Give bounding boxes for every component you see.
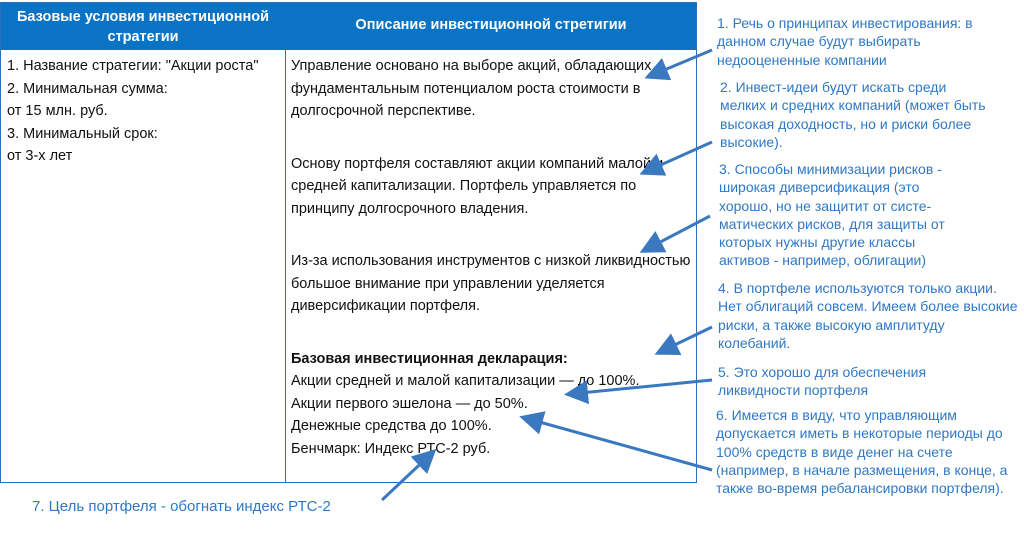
declaration-item: Акции первого эшелона — до 50%. (291, 395, 528, 412)
note-6: 6. Имеется в виду, что управляющим допус… (716, 407, 1008, 497)
note-1: 1. Речь о принципах инвестирования: в да… (717, 15, 973, 68)
column-divider (285, 50, 286, 482)
description-cell: Управление основано на выборе акций, обл… (291, 55, 695, 460)
note-7: 7. Цель портфеля - обогнать индекс РТС-2 (32, 498, 331, 515)
arrow-7 (380, 448, 437, 502)
table-header: Базовые условия инвестиционной стратегии… (1, 3, 696, 50)
note-2: 2. Инвест-идеи будут искать среди мелких… (720, 79, 986, 150)
condition: от 15 млн. руб. (7, 103, 108, 119)
declaration-title: Базовая инвестиционная декларация: (291, 350, 568, 367)
conditions-cell: 1. Название стратегии: "Акции роста" 2. … (7, 55, 282, 168)
arrow-5 (564, 378, 713, 405)
note-4: 4. В портфеле используются только акции.… (718, 280, 1018, 351)
paragraph: Управление основано на выборе акций, обл… (291, 58, 652, 119)
arrow-2 (639, 140, 713, 176)
header-conditions: Базовые условия инвестиционной стратегии (16, 9, 270, 45)
paragraph: Основу портфеля составляют акции компани… (291, 155, 664, 217)
declaration-item: Бенчмарк: Индекс РТС-2 руб. (291, 440, 491, 457)
arrow-4 (654, 325, 713, 356)
condition: 1. Название стратегии: "Акции роста" (7, 58, 259, 74)
strategy-table: Базовые условия инвестиционной стратегии… (0, 2, 697, 483)
header-description: Описание инвестиционной стретигии (355, 17, 627, 33)
arrow-3 (639, 214, 711, 253)
note-3: 3. Способы минимизации рисков - широкая … (719, 161, 945, 269)
arrow-1 (644, 48, 713, 81)
note-5: 5. Это хорошо для обеспечения ликвидност… (718, 364, 927, 399)
condition: 2. Минимальная сумма: (7, 80, 168, 97)
declaration-item: Денежные средства до 100%. (291, 418, 492, 434)
declaration-item: Акции средней и малой капитализации — до… (291, 373, 640, 389)
condition: 3. Минимальный срок: (7, 125, 158, 142)
arrow-6 (519, 411, 713, 472)
condition: от 3-х лет (7, 148, 73, 164)
paragraph: Из-за использования инструментов с низко… (291, 253, 691, 314)
